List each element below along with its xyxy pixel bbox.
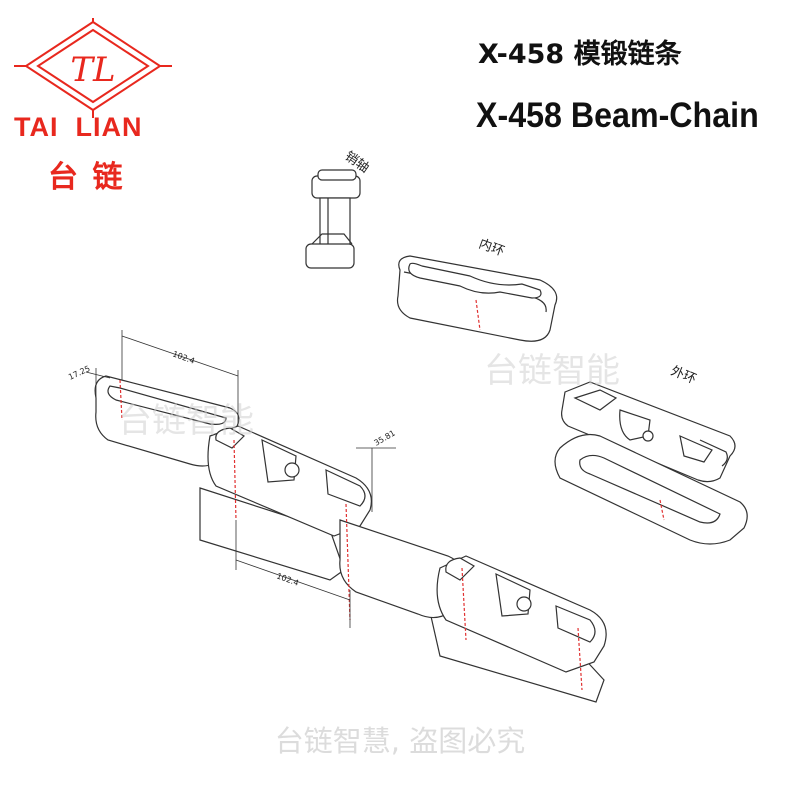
title-english: X-458 Beam-Chain (476, 96, 759, 135)
dimension-height: 35.81 (373, 428, 397, 447)
brand-name-chinese: 台 链 (48, 160, 125, 195)
outer-link-upper-part (561, 381, 736, 483)
dimension-pitch-bottom: 102.4 (275, 571, 300, 587)
title-chinese: X-458 模锻链条 (478, 39, 682, 70)
outer-link-lower-part (554, 433, 748, 545)
assembled-chain (94, 375, 607, 703)
dimension-width: 17.25 (67, 364, 92, 382)
inner-link-label: 内环 (477, 236, 507, 260)
watermark-right: 台链智能 (484, 351, 620, 391)
watermark-left: 台链智能 (118, 401, 254, 441)
pin-part (305, 169, 361, 269)
logo-diamond-icon (14, 18, 172, 118)
brand-name-english: TAI LIAN (14, 112, 143, 142)
outer-link-label: 外环 (669, 364, 699, 388)
dimension-pitch-top: 102.4 (171, 349, 196, 365)
company-logo: TL (14, 18, 172, 118)
inner-link-part (396, 255, 558, 342)
footer-watermark: 台链智慧, 盗图必究 (274, 724, 526, 758)
logo-monogram: TL (70, 50, 115, 90)
dimension-lines (85, 330, 396, 628)
